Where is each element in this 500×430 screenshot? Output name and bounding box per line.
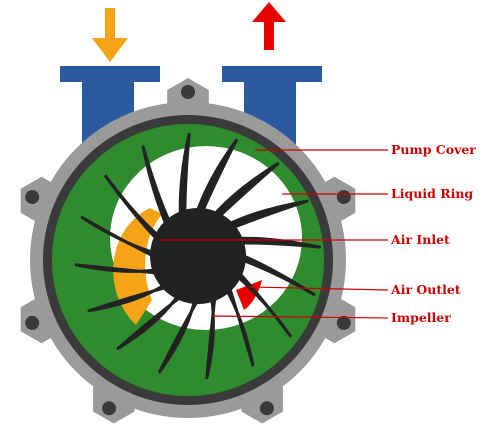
impeller (74, 132, 322, 380)
impeller-blade (104, 174, 164, 245)
air-inlet-label: Air Inlet (390, 232, 450, 247)
impeller-blade (116, 290, 187, 350)
impeller-label: Impeller (391, 310, 451, 325)
air-outlet-label: Air Outlet (390, 282, 461, 297)
impeller-blade (236, 252, 316, 296)
impeller-blade (80, 216, 160, 260)
impeller-blade (209, 162, 280, 222)
bolt-icon (336, 315, 351, 330)
impeller-blade (178, 132, 191, 222)
bolt-icon (336, 190, 351, 205)
impeller-blade (194, 138, 238, 218)
outlet-arrow-up-icon (252, 2, 286, 50)
impeller-blade (223, 199, 309, 231)
bolt-icon (181, 85, 195, 99)
inlet-arrow-down-icon (92, 8, 128, 62)
bolt-icon (102, 401, 117, 416)
pump-cover-label: Pump Cover (391, 142, 476, 157)
air-outlet-leader (249, 286, 389, 291)
bolt-icon (25, 315, 40, 330)
impeller-blade (87, 281, 173, 313)
impeller-blade (74, 263, 164, 275)
impeller-leader (211, 315, 389, 319)
impeller-hub (150, 208, 246, 304)
air-inlet-zone (113, 208, 162, 325)
bolt-icon (259, 401, 274, 416)
impeller-blade (158, 294, 202, 374)
liquid-ring-label: Liquid Ring (391, 186, 473, 201)
bolt-icon (25, 190, 40, 205)
